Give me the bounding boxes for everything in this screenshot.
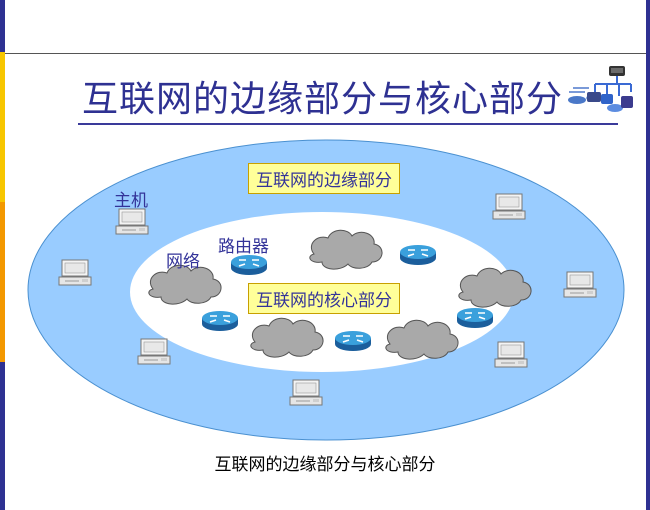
router-icon <box>201 310 239 332</box>
router-icon <box>334 330 372 352</box>
figure-caption: 互联网的边缘部分与核心部分 <box>214 455 436 475</box>
host-computer-icon <box>289 379 323 406</box>
router-icon <box>399 244 437 266</box>
network-label: 网络 <box>166 252 200 272</box>
host-computer-icon <box>563 271 597 298</box>
page-title: 互联网的边缘部分与核心部分 <box>82 79 564 120</box>
edge-label: 互联网的边缘部分 <box>248 163 400 194</box>
network-devices-icon <box>568 66 633 112</box>
router-label: 路由器 <box>218 237 269 257</box>
left-accent-orange <box>0 202 5 362</box>
router-icon <box>230 254 268 276</box>
host-computer-icon <box>58 259 92 286</box>
router-icon <box>456 307 494 329</box>
left-accent-top <box>0 0 5 52</box>
host-computer-icon <box>492 193 526 220</box>
top-divider <box>5 53 646 54</box>
host-computer-icon <box>115 208 149 235</box>
host-computer-icon <box>494 341 528 368</box>
left-accent-yellow <box>0 52 5 202</box>
right-accent <box>646 0 650 510</box>
host-computer-icon <box>137 338 171 365</box>
host-label: 主机 <box>114 191 148 211</box>
core-label: 互联网的核心部分 <box>248 283 400 314</box>
title-underline <box>78 123 618 125</box>
left-accent-bottom <box>0 362 5 510</box>
